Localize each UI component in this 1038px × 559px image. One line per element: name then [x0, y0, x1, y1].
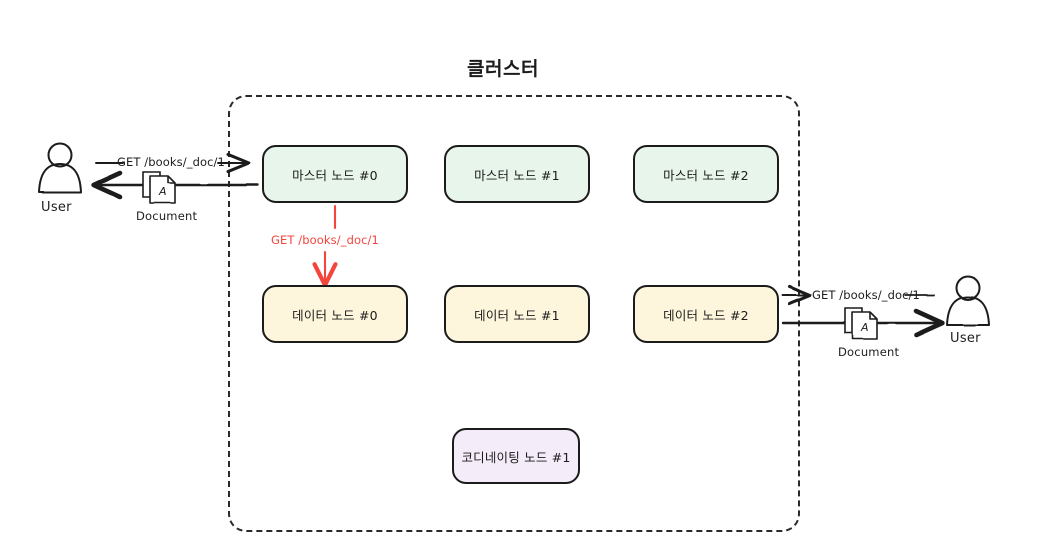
- user-left-icon: [38, 142, 82, 193]
- node-data-2[interactable]: 데이터 노드 #2: [633, 285, 779, 343]
- user-right-icon: [946, 275, 990, 326]
- edge-label-request-right: GET /books/_doc/1: [812, 288, 920, 302]
- document-right-icon: [844, 307, 878, 340]
- edge-label-request-left: GET /books/_doc/1: [117, 155, 225, 169]
- node-coordinating-1[interactable]: 코디네이팅 노드 #1: [452, 428, 580, 484]
- document-left-icon: [142, 171, 176, 204]
- node-master-0[interactable]: 마스터 노드 #0: [262, 145, 408, 203]
- node-label: 마스터 노드 #1: [474, 167, 560, 183]
- document-left-glyph: A: [159, 185, 167, 198]
- node-master-2[interactable]: 마스터 노드 #2: [633, 145, 779, 203]
- user-right-label: User: [950, 331, 981, 346]
- node-label: 데이터 노드 #2: [663, 307, 749, 323]
- page-title: 클러스터: [467, 58, 539, 80]
- node-label: 데이터 노드 #1: [474, 307, 560, 323]
- node-label: 코디네이팅 노드 #1: [461, 449, 571, 465]
- document-right-glyph: A: [861, 321, 869, 334]
- document-left-label: Document: [136, 209, 198, 223]
- user-left-label: User: [41, 200, 72, 215]
- edge-label-internal-forward: GET /books/_doc/1: [271, 233, 379, 247]
- cluster-boundary: [228, 95, 800, 532]
- node-data-0[interactable]: 데이터 노드 #0: [262, 285, 408, 343]
- node-label: 마스터 노드 #0: [292, 167, 378, 183]
- document-right-label: Document: [838, 345, 900, 359]
- node-data-1[interactable]: 데이터 노드 #1: [444, 285, 590, 343]
- node-label: 마스터 노드 #2: [663, 167, 749, 183]
- node-master-1[interactable]: 마스터 노드 #1: [444, 145, 590, 203]
- node-label: 데이터 노드 #0: [292, 307, 378, 323]
